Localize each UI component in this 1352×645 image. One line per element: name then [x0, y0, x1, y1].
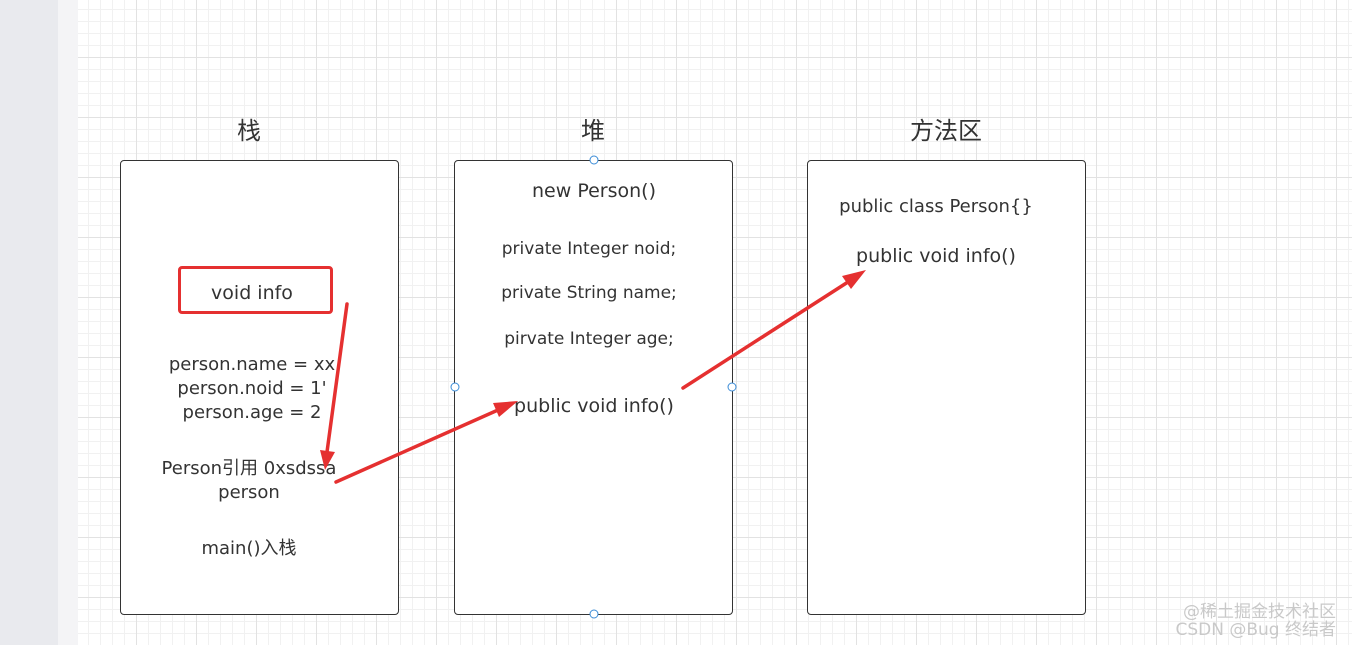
heap-handle-top[interactable]	[589, 155, 599, 165]
watermark: @稀土掘金技术社区 CSDN @Bug 终结者	[1175, 603, 1336, 639]
stack-ref-line1: Person引用 0xsdssa	[161, 458, 337, 479]
stack-ref-line2: person	[218, 482, 280, 503]
stack-fields: person.name = xx person.noid = 1' person…	[169, 353, 335, 425]
heap-handle-right[interactable]	[727, 382, 737, 392]
stack-box[interactable]	[120, 160, 399, 615]
watermark-line1: @稀土掘金技术社区	[1183, 602, 1336, 622]
stack-field-name: person.name = xx	[168, 354, 336, 375]
method-area-class: public class Person{}	[839, 196, 1033, 217]
heap-box[interactable]	[454, 160, 733, 615]
method-area-title: 方法区	[910, 117, 982, 145]
void-info-highlight[interactable]	[178, 266, 333, 314]
method-area-method: public void info()	[856, 245, 1016, 267]
stack-void-info: void info	[211, 282, 293, 304]
left-panel-strip	[58, 0, 78, 645]
left-sidebar-gutter	[0, 0, 58, 645]
watermark-line2: CSDN @Bug 终结者	[1175, 620, 1336, 640]
heap-field-name: private String name;	[501, 283, 677, 303]
heap-field-age: pirvate Integer age;	[504, 329, 674, 349]
stack-field-noid: person.noid = 1'	[177, 378, 327, 399]
heap-constructor: new Person()	[532, 180, 656, 202]
method-area-box[interactable]	[807, 160, 1086, 615]
heap-field-noid: private Integer noid;	[501, 239, 677, 259]
stack-main: main()入栈	[201, 538, 297, 559]
stack-title: 栈	[237, 117, 261, 145]
stack-reference: Person引用 0xsdssa person	[162, 457, 337, 505]
stack-field-age: person.age = 2	[182, 402, 322, 423]
heap-method: public void info()	[514, 395, 674, 417]
heap-handle-left[interactable]	[450, 382, 460, 392]
heap-title: 堆	[581, 117, 605, 145]
heap-handle-bottom[interactable]	[589, 609, 599, 619]
